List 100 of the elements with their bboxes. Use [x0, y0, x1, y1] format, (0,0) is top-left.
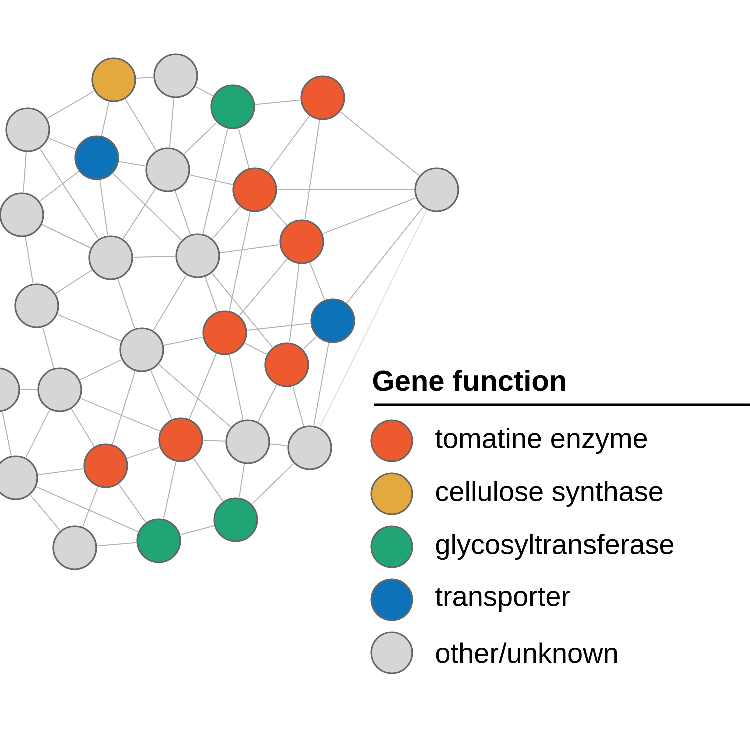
network-edge — [136, 76, 154, 80]
network-edge — [57, 314, 122, 342]
network-edge — [258, 384, 278, 422]
network-edge — [238, 464, 246, 498]
legend-label: cellulose synthase — [436, 480, 663, 508]
network-edge — [203, 440, 226, 442]
network-edge — [212, 273, 274, 348]
network-edge — [26, 410, 50, 458]
network-edge — [252, 463, 294, 505]
network-edge — [48, 138, 76, 150]
gene-node — [6, 108, 50, 152]
network-edge — [40, 148, 100, 240]
network-edge — [80, 359, 122, 381]
network-edge — [169, 98, 175, 148]
network-edge — [189, 354, 217, 420]
network-edge — [340, 112, 420, 176]
network-edge — [122, 188, 156, 240]
network-edge — [190, 174, 234, 186]
network-edge — [125, 98, 157, 152]
gene-node — [92, 58, 136, 102]
gene-node — [300, 76, 346, 120]
network-edge — [180, 525, 215, 536]
network-edge — [112, 173, 182, 241]
gene-node — [232, 168, 278, 212]
network-edge — [322, 198, 416, 234]
network-edge — [310, 262, 326, 300]
network-edge — [118, 484, 146, 523]
legend-label: transporter — [436, 588, 570, 612]
legend-title: Gene function — [373, 370, 566, 392]
gene-node — [84, 444, 128, 488]
gene-node — [264, 342, 310, 388]
network-edge — [302, 336, 318, 350]
gene-node — [88, 236, 134, 280]
network-edge — [42, 224, 92, 249]
network-edge — [174, 190, 192, 236]
network-edge — [80, 398, 161, 432]
gene-node — [226, 420, 270, 464]
network-edge — [153, 275, 187, 331]
gene-node — [74, 136, 120, 180]
network-edge — [220, 244, 280, 254]
network-edge — [239, 258, 288, 316]
network-edge — [244, 342, 268, 356]
network-edge — [270, 444, 288, 446]
network-edge — [100, 180, 108, 236]
network-edge — [229, 354, 244, 420]
network-edge — [82, 486, 98, 528]
network-edge — [346, 207, 424, 304]
network-edge — [270, 206, 288, 226]
network-edge — [205, 276, 218, 312]
network-edge — [112, 371, 136, 445]
gene-node — [288, 426, 332, 470]
network-edge — [292, 386, 304, 427]
network-edge — [47, 90, 95, 120]
network-edge — [314, 342, 330, 426]
gene-node — [0, 192, 44, 238]
gene-node — [52, 526, 98, 570]
network-edge — [36, 486, 139, 532]
network-edge — [42, 327, 54, 369]
network-edge — [184, 122, 218, 155]
network-edge — [238, 128, 250, 169]
network-edge — [255, 100, 301, 106]
gene-node — [176, 234, 220, 278]
network-edge — [163, 462, 177, 520]
network-edge — [193, 458, 224, 502]
network-edge — [118, 279, 136, 329]
legend-label: other/unknown — [436, 642, 618, 664]
gene-node — [136, 518, 182, 564]
network-edge — [25, 236, 34, 284]
network-edge — [2, 412, 12, 456]
network-edge — [158, 364, 232, 428]
network-edge — [38, 468, 84, 476]
network-edge — [268, 116, 310, 172]
legend-label: tomatine enzyme — [436, 428, 648, 454]
network-edge — [118, 161, 146, 167]
network-edge — [40, 171, 80, 202]
network-edge — [71, 408, 95, 448]
gene-node — [0, 368, 20, 412]
network-edge — [150, 370, 172, 420]
network-edge — [212, 206, 241, 240]
gene-node — [158, 418, 204, 462]
gene-node — [210, 84, 256, 130]
gene-node — [310, 298, 356, 344]
network-edge — [101, 102, 110, 136]
gene-node — [0, 456, 38, 500]
network-edge — [202, 128, 228, 234]
network-edge — [23, 152, 27, 193]
network-edge — [247, 323, 311, 331]
gene-node — [280, 220, 324, 264]
gene-node — [214, 498, 258, 542]
network-edge — [229, 212, 251, 312]
gene-node — [146, 148, 190, 192]
network-edge — [164, 337, 204, 346]
network-edge — [195, 86, 214, 97]
gene-node — [38, 368, 82, 412]
gene-node — [154, 54, 198, 98]
gene-node — [414, 168, 460, 212]
network-edge — [126, 446, 160, 460]
gene-node — [202, 310, 248, 356]
network-edge — [97, 542, 137, 547]
network-edge — [30, 494, 61, 532]
